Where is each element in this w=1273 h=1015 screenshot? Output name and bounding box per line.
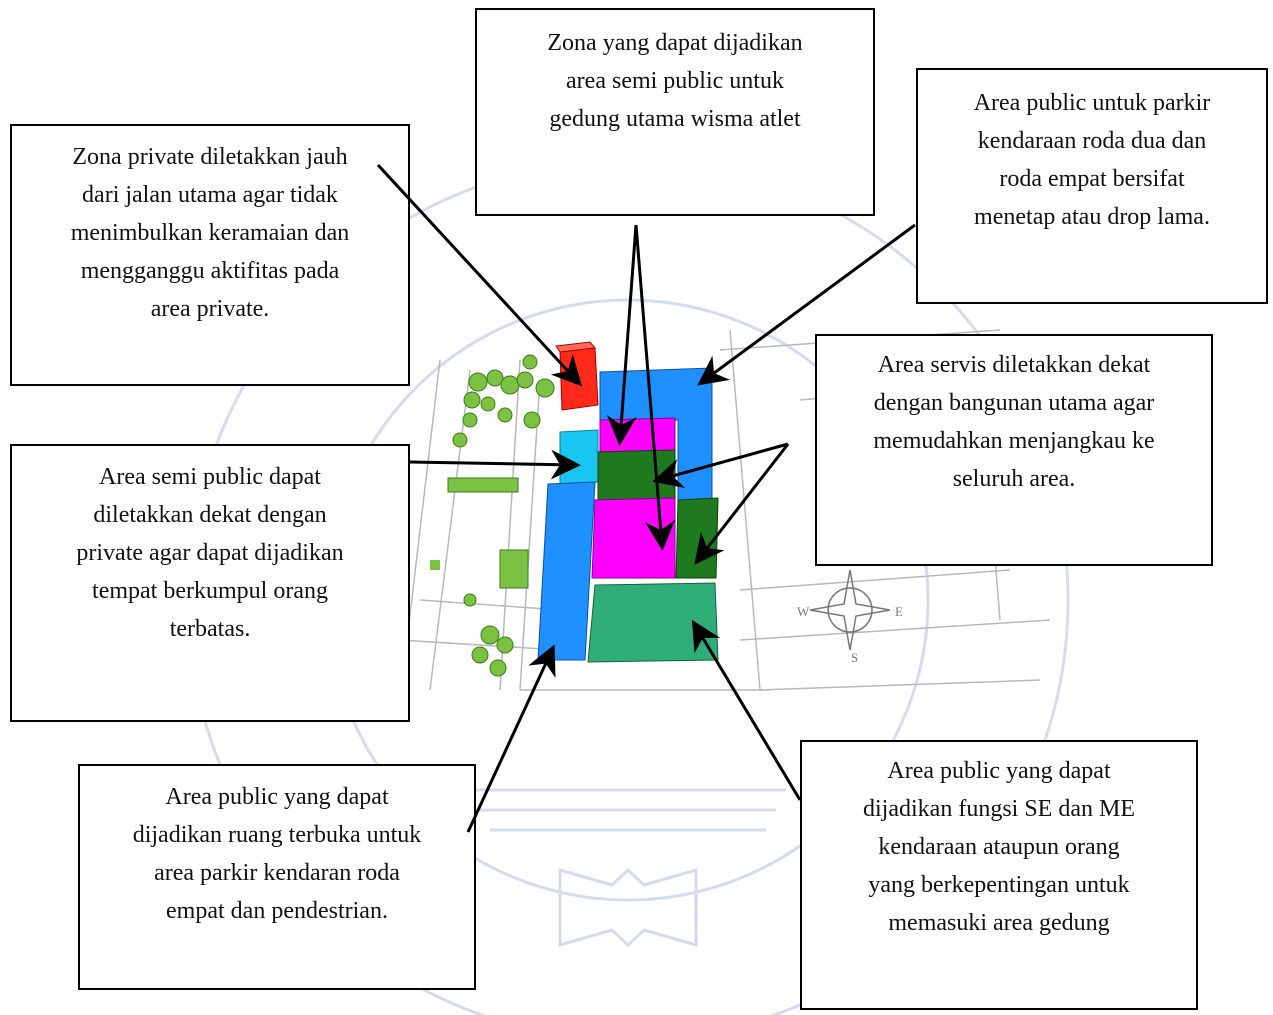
zone-semi-public-main: [591, 497, 676, 579]
callout-line: dijadikan ruang terbuka untuk: [132, 822, 422, 848]
zone-public-strip: [537, 481, 596, 661]
zone-public-open-space: [587, 582, 719, 663]
callout-line: mengganggu aktifitas pada: [80, 258, 340, 284]
shrub: [430, 560, 440, 570]
callout-line: Area servis diletakkan dekat: [877, 352, 1151, 378]
callout-line: yang berkepentingan untuk: [868, 872, 1130, 898]
callout-line: terbatas.: [169, 616, 251, 642]
callout-line: dijadikan fungsi SE dan ME: [863, 796, 1135, 822]
callout-line: Area public yang dapat: [165, 784, 389, 810]
callout-private-zone: Zona private diletakkan jauh dari jalan …: [10, 124, 410, 386]
zones: [537, 341, 719, 663]
callout-line: roda empat bersifat: [999, 166, 1185, 192]
callout-line: empat dan pendestrian.: [166, 898, 388, 924]
callout-line: kendaraan roda dua dan: [977, 128, 1207, 154]
zone-service-mid: [597, 449, 676, 501]
callout-service-area: Area servis diletakkan dekat dengan bang…: [815, 334, 1213, 566]
callout-se-me-public: Area public yang dapat dijadikan fungsi …: [800, 740, 1198, 1010]
callout-line: Area public untuk parkir: [973, 90, 1211, 116]
callout-line: menetap atau drop lama.: [974, 204, 1210, 230]
compass-label-e: E: [895, 604, 903, 619]
seal-book-icon: [558, 867, 698, 948]
callout-line: area parkir kendaran roda: [154, 860, 400, 886]
hedge-row: [447, 477, 519, 493]
callout-line: gedung utama wisma atlet: [549, 106, 801, 132]
compass-label-w: W: [797, 604, 810, 619]
callout-semi-public-main: Zona yang dapat dijadikan area semi publ…: [475, 8, 875, 216]
callout-line: diletakkan dekat dengan: [93, 502, 327, 528]
zone-semi-public-top: [599, 417, 676, 455]
callout-line: area private.: [150, 296, 270, 322]
callout-line: Area semi public dapat: [99, 464, 321, 490]
callout-line: dari jalan utama agar tidak: [82, 182, 338, 208]
zone-service-right: [675, 497, 719, 579]
callout-line: private agar dapat dijadikan: [76, 540, 344, 566]
callout-line: menimbulkan keramaian dan: [70, 220, 350, 246]
callout-semi-public-private: Area semi public dapat diletakkan dekat …: [10, 444, 410, 722]
callout-line: area semi public untuk: [566, 68, 784, 94]
callout-line: tempat berkumpul orang: [92, 578, 328, 604]
compass-icon: [809, 569, 891, 651]
callout-line: dengan bangunan utama agar: [873, 390, 1155, 416]
zone-private: [559, 347, 599, 411]
callout-parking-public: Area public untuk parkir kendaraan roda …: [916, 68, 1268, 304]
zone-semi-public-small: [559, 429, 599, 485]
callout-line: Zona private diletakkan jauh: [72, 144, 348, 170]
callout-line: Area public yang dapat: [887, 758, 1111, 784]
callout-open-space-public: Area public yang dapat dijadikan ruang t…: [78, 764, 476, 990]
callout-line: kendaraan ataupun orang: [878, 834, 1120, 860]
callout-line: Zona yang dapat dijadikan: [547, 30, 803, 56]
callout-line: memudahkan menjangkau ke: [873, 428, 1155, 454]
callout-line: seluruh area.: [952, 466, 1076, 492]
compass-label-s: S: [851, 650, 858, 665]
callout-line: memasuki area gedung: [888, 910, 1110, 936]
green-plot: [499, 549, 529, 589]
